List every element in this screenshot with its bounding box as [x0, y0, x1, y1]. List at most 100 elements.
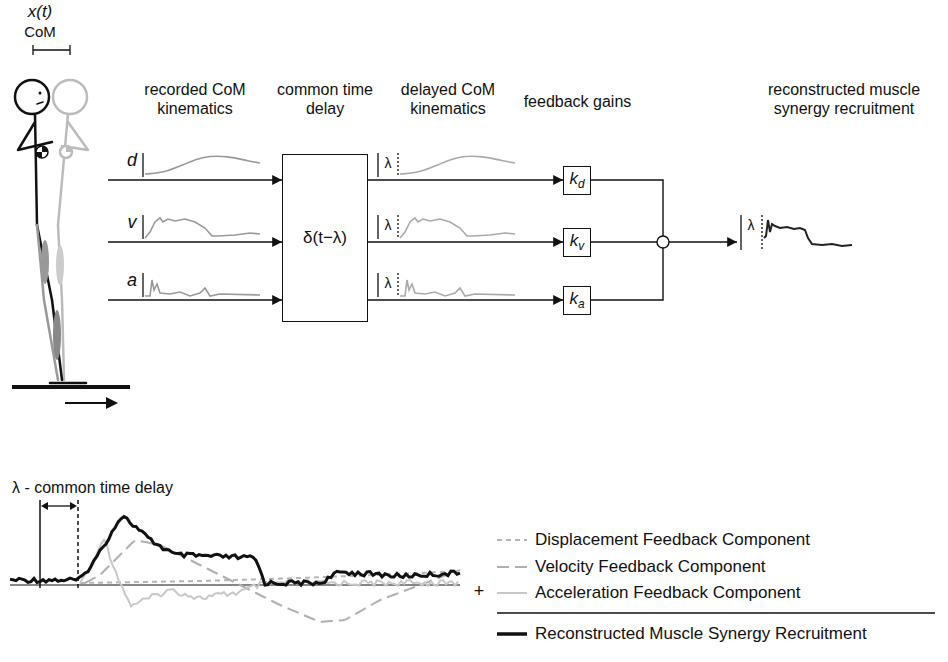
gain-box: kv: [563, 228, 591, 257]
onset-tick: [377, 215, 378, 239]
plot-frame: [77, 500, 79, 588]
stick-figure: [37, 225, 58, 380]
moving-platform: [106, 397, 118, 409]
gain-symbol: k: [570, 231, 579, 250]
moving-platform: [65, 402, 110, 404]
plot-frame: [10, 500, 460, 588]
gain-box: ka: [563, 286, 591, 315]
onset-tick: [377, 153, 378, 177]
onset-tick: [142, 153, 143, 177]
input-arrows: [108, 180, 282, 300]
signal-traces: [143, 153, 852, 297]
signal-name: x(t): [16, 2, 64, 22]
box-text: kv: [570, 231, 584, 254]
signal-arrow: [368, 179, 563, 180]
onset-tick: [397, 153, 398, 177]
signal-name: v: [123, 212, 141, 234]
ghost-figure: [53, 80, 88, 380]
legend-line: [497, 539, 527, 541]
column-header: recorded CoM kinematics: [130, 80, 260, 118]
stick-figure: [41, 240, 49, 284]
legend-sample: [497, 583, 527, 603]
signal-trace: [145, 218, 260, 238]
signal-trace: [145, 156, 260, 174]
ghost-figure: [60, 146, 72, 158]
sum-wires: [591, 248, 663, 300]
legend-line: [497, 566, 527, 568]
gain-subscript: a: [578, 297, 585, 311]
stick-figure: [50, 382, 86, 385]
onset-tick: [761, 215, 762, 250]
displacement-bracket: [32, 45, 33, 55]
input-arrows: [108, 179, 282, 180]
point-label: CoM: [15, 23, 65, 41]
signal-name: a: [123, 270, 141, 292]
annotation: λ - common time delay: [12, 478, 173, 497]
plot-frame: [41, 502, 48, 510]
legend-sample: [497, 557, 527, 577]
input-arrows: [108, 241, 282, 242]
sum-wires: [591, 180, 663, 236]
signal-trace: [400, 156, 515, 174]
legend-text: Velocity Feedback Component: [535, 557, 766, 577]
legend-sample: [497, 624, 527, 644]
delay-box: δ(t−λ): [282, 154, 368, 322]
ghost-figure: [53, 80, 87, 114]
legend-text: Reconstructed Muscle Synergy Recruitment: [535, 624, 867, 644]
signal-arrow: [368, 299, 563, 300]
sum-wires: [591, 241, 657, 242]
plot-frame: [70, 502, 77, 510]
stick-figure: [36, 152, 42, 158]
box-text: ka: [569, 289, 584, 312]
input-arrows: [108, 299, 282, 300]
onset-tick: [142, 273, 143, 297]
legend-line: [497, 632, 527, 636]
plot-traces: [10, 517, 460, 622]
onset-tick: [397, 215, 398, 239]
onset-tick: [377, 273, 378, 297]
plot-frame: [39, 500, 41, 588]
column-header: feedback gains: [500, 92, 655, 111]
gain-symbol: k: [569, 289, 578, 308]
stick-figure: [42, 146, 48, 152]
signal-trace: [400, 218, 515, 238]
delay-symbol: λ: [380, 155, 396, 172]
onset-tick: [740, 215, 741, 250]
gain-subscript: d: [578, 177, 585, 191]
delay-symbol: λ: [743, 217, 759, 234]
onset-tick: [397, 273, 398, 297]
gain-subscript: v: [578, 239, 584, 253]
stick-figure: [35, 114, 37, 225]
legend-entry: Displacement Feedback Component: [497, 529, 810, 551]
onset-tick: [142, 215, 143, 239]
stick-figure: [36, 146, 48, 158]
stick-figure: [18, 122, 52, 150]
box-text: kd: [569, 169, 584, 192]
displacement-bracket: [33, 45, 70, 55]
ghost-figure: [56, 245, 64, 285]
gain-box: kd: [563, 166, 591, 195]
column-header: delayed CoM kinematics: [388, 80, 508, 118]
stick-figure: [53, 310, 61, 360]
summing-junction: [657, 236, 669, 248]
signal-trace: [764, 220, 852, 246]
legend-entry: Reconstructed Muscle Synergy Recruitment: [497, 623, 867, 645]
signal-arrow: [368, 241, 563, 242]
column-header: reconstructed muscle synergy recruitment: [748, 80, 940, 118]
column-header: common time delay: [270, 80, 380, 118]
displacement-bracket: [33, 49, 70, 50]
sum-wires: [591, 180, 669, 300]
legend-text: Acceleration Feedback Component: [535, 583, 801, 603]
legend-entry: Velocity Feedback Component: [497, 556, 766, 578]
signal-trace: [400, 280, 515, 296]
signal-name: d: [123, 150, 141, 172]
ghost-figure: [58, 114, 68, 225]
signal-trace: [145, 280, 260, 296]
stick-figure: [15, 80, 86, 383]
stick-figure: [37, 102, 43, 104]
sum-sign: +: [471, 581, 487, 603]
box-text: δ(t−λ): [303, 228, 347, 248]
